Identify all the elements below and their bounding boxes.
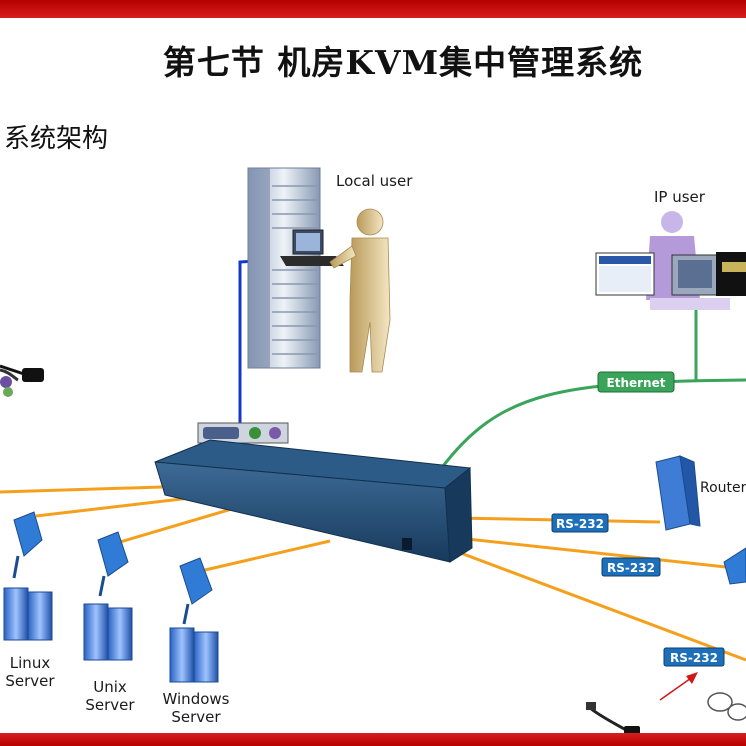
console-cable-icon [584,690,654,740]
ps2-cable-icon [0,364,44,397]
server-rack [247,167,321,369]
cable-rs232-switch [457,536,736,570]
ethernet-tag-text: Ethernet [607,376,666,390]
label-router: Router [700,480,746,496]
network-switch-icon [723,547,746,585]
rs232-tag-router: RS-232 [551,513,609,533]
local-user-figure [329,208,391,373]
annotation-arrow [659,672,698,701]
unix-server-icon [83,531,133,661]
label-linux: Linux [10,654,51,672]
rs232-tag-router-text: RS-232 [556,517,604,531]
kvm-switch-unit [154,439,473,563]
windows-server-icon [169,557,219,683]
rs232-tag-switch-text: RS-232 [607,561,655,575]
rs232-tag-console: RS-232 [663,647,725,667]
ethernet-cable [438,378,746,471]
page-title: 第七节 机房KVM集中管理系统 [162,43,644,82]
section-subtitle: 系统架构 [4,124,109,154]
label-windows: Windows [163,690,230,708]
rs232-tag-switch: RS-232 [601,557,661,577]
ethernet-tag: Ethernet [597,371,675,393]
bottom-accent-bar [0,733,746,746]
remote-screen-icon [716,252,746,296]
label-unix: Unix [93,678,127,696]
kvm-connector-panel [197,422,289,444]
label-linux-server: Server [5,672,55,690]
cable-rs232-console [457,550,746,662]
top-accent-divider [0,18,746,21]
label-unix-server: Server [85,696,135,714]
linux-server-icon [3,511,53,641]
ip-user-figure [646,211,730,310]
cable-windows [204,539,331,572]
top-accent-bar [0,0,746,18]
label-windows-server: Server [171,708,221,726]
cable-linux [35,496,191,518]
laptop-icon [280,229,344,266]
rs232-tag-console-text: RS-232 [670,651,718,665]
remote-screen-detail [722,262,746,272]
router-icon [655,455,701,531]
monitor-screenshot-icon [595,252,655,296]
label-ip-user: IP user [654,188,706,206]
cable-left-edge [0,485,163,494]
label-local-user: Local user [336,172,413,190]
cable-unix [119,506,236,544]
wechat-watermark-icon [707,692,746,721]
